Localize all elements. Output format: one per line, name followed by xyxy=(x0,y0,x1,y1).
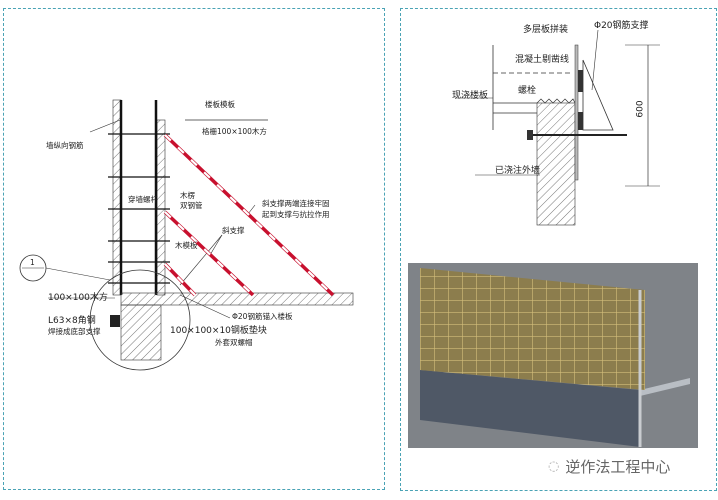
label-timber-formwork: 木模板 xyxy=(175,241,198,250)
label-brace-note-1: 斜支撑两端连接牢固 xyxy=(262,199,330,208)
label-roughening: 混凝土剔凿线 xyxy=(515,55,570,65)
label-double-pipe: 双钢管 xyxy=(180,201,203,210)
label-floor-formwork: 楼板模板 xyxy=(205,100,235,109)
label-diagonal-brace: 斜支撑 xyxy=(222,226,245,235)
diagonal-braces xyxy=(163,133,335,297)
label-angle-steel-note: 焊接成底部支撑 xyxy=(48,327,101,336)
label-brace-note-2: 起到支撑与抗拉作用 xyxy=(262,210,330,219)
right-panel-frame xyxy=(400,8,717,491)
label-timber-rib: 木楞 xyxy=(180,191,195,200)
label-outer-wall: 已浇注外墙 xyxy=(495,166,541,176)
label-wall-rebar: 墙纵向钢筋 xyxy=(46,141,84,150)
watermark-text: 逆作法工程中心 xyxy=(565,458,671,476)
label-double-nut: 外套双螺帽 xyxy=(215,338,253,347)
dimension-600: 600 xyxy=(635,100,646,118)
wechat-icon: ◌ xyxy=(548,459,560,474)
detail-mark: 1 xyxy=(30,258,35,267)
label-through-bolt: 穿墙螺杆 xyxy=(128,195,158,204)
label-cast-slab: 现浇楼板 xyxy=(452,91,489,101)
label-rebar-support: Φ20钢筋支撑 xyxy=(594,21,649,31)
left-panel-frame xyxy=(3,8,385,490)
wall-section-drawing xyxy=(19,99,354,371)
label-bolt: 螺栓 xyxy=(518,86,537,96)
label-steel-pad: 100×100×10钢板垫块 xyxy=(170,326,267,336)
label-rebar-anchor: Φ20钢筋锚入楼板 xyxy=(232,312,293,321)
label-plywood: 多层板拼装 xyxy=(523,25,569,35)
watermark: ◌ 逆作法工程中心 xyxy=(548,456,670,477)
label-grid-timber: 格栅100×100木方 xyxy=(202,127,267,136)
slab-joint-drawing xyxy=(455,29,660,226)
label-angle-steel: L63×8角钢 xyxy=(48,316,96,326)
label-timber-100: 100×100木方 xyxy=(48,293,108,303)
formwork-3d-render xyxy=(408,263,698,448)
